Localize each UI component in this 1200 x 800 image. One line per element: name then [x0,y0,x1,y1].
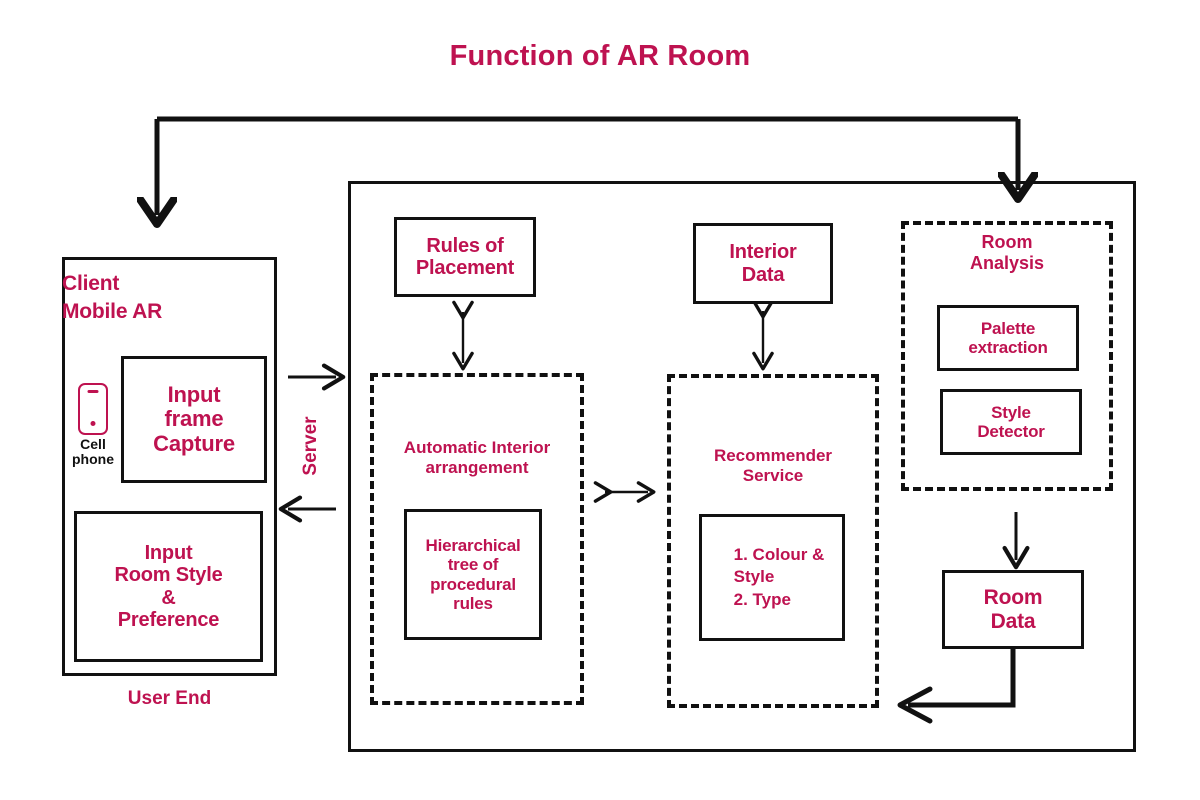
recommender-item-0: 1. Colour & [733,545,825,565]
input-room-style-box: Input Room Style & Preference [74,511,263,662]
room-data-box: Room Data [942,570,1084,649]
room-analysis-label: Room Analysis [969,232,1045,273]
phone-home-dot [90,421,96,426]
client-heading-line1: Client [62,272,120,295]
cell-phone-icon [78,383,108,435]
recommender-item-1: Style [733,567,775,587]
automatic-interior-label: Automatic Interior arrangement [403,438,551,477]
cell-phone-caption-line1: Cell [80,436,106,452]
server-boundary-box [348,181,1136,752]
palette-extraction-box: Palette extraction [937,305,1079,371]
page-title: Function of AR Room [449,40,751,72]
recommender-items-list: 1. Colour & Style 2. Type [720,544,825,610]
recommender-items-box: 1. Colour & Style 2. Type [699,514,845,641]
user-end-label: User End [127,688,212,709]
input-frame-capture-box: Input frame Capture [121,356,267,483]
phone-speaker-slot [87,390,99,393]
recommender-item-2: 2. Type [733,589,791,609]
client-heading-line2: Mobile AR [62,300,163,323]
recommender-service-label: Recommender Service [713,446,833,485]
style-detector-box: Style Detector [940,389,1082,455]
rules-of-placement-box: Rules of Placement [394,217,536,297]
server-label: Server [300,416,321,476]
hierarchical-tree-box: Hierarchical tree of procedural rules [404,509,542,640]
interior-data-box: Interior Data [693,223,833,304]
cell-phone-caption-line2: phone [72,451,114,467]
